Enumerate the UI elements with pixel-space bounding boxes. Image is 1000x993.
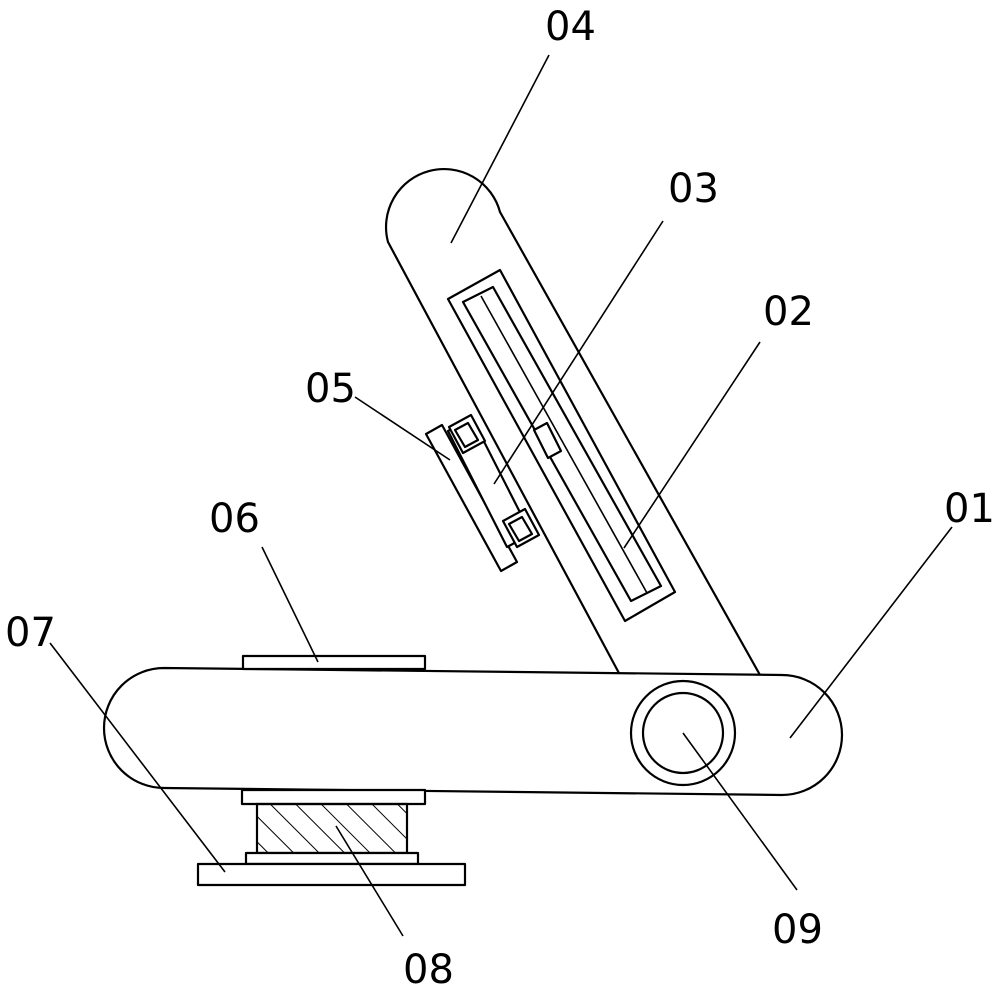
hatched-block-08 — [240, 788, 427, 866]
label-01: 01 — [944, 486, 995, 532]
label-09: 09 — [772, 907, 823, 953]
pivot-inner-09 — [641, 691, 725, 775]
pivot-outer-09 — [629, 679, 737, 787]
slot-frame — [446, 268, 677, 623]
lower-knob — [501, 507, 541, 549]
label-07: 07 — [5, 610, 56, 656]
label-04: 04 — [545, 4, 596, 50]
label-08: 08 — [403, 947, 454, 993]
base-arm-01 — [102, 666, 844, 797]
label-06: 06 — [209, 496, 260, 542]
label-02: 02 — [763, 289, 814, 335]
part-labels: 04 03 02 05 01 06 07 09 08 — [5, 4, 995, 993]
leader-lines — [49, 54, 953, 937]
label-05: 05 — [305, 366, 356, 412]
upper-arm-04 — [384, 167, 762, 677]
top-pad-06 — [241, 654, 427, 671]
clamp-assembly-05 — [424, 413, 563, 573]
inner-rail-02 — [461, 285, 663, 603]
upper-knob — [447, 413, 487, 455]
base-plate-07 — [196, 862, 467, 887]
label-03: 03 — [668, 166, 719, 212]
